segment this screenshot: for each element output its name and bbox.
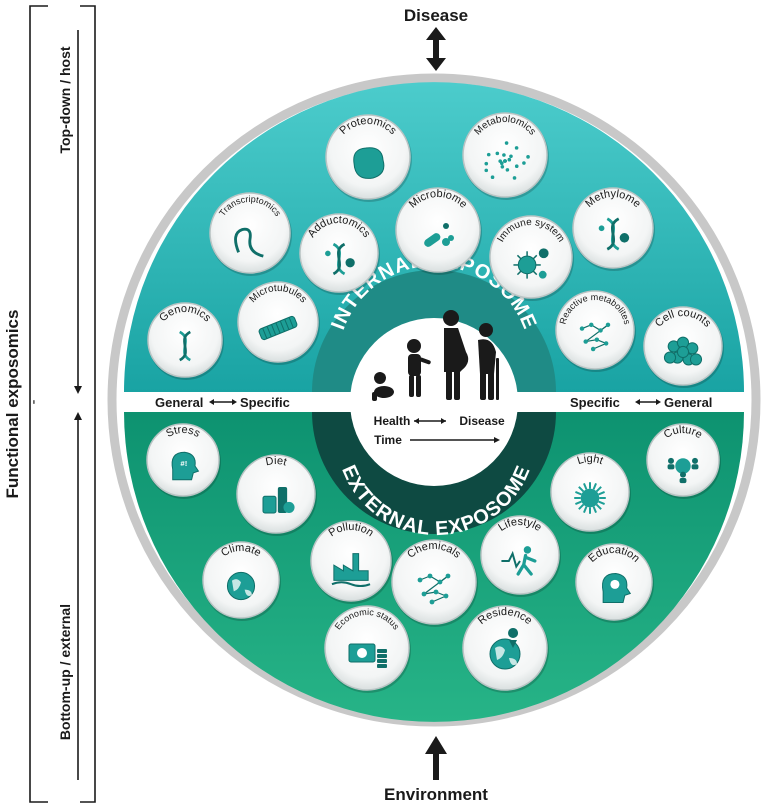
bubble-label: Pollution xyxy=(327,521,376,539)
bubble-label: Culture xyxy=(662,424,704,441)
internal-item-microbiome: Microbiome xyxy=(395,187,482,275)
top-down-host-label: Top-down / host xyxy=(57,46,73,153)
external-item-culture: Culture xyxy=(646,423,721,499)
internal-item-adductomics: Adductomics xyxy=(299,213,380,295)
stressed-head-icon: #! xyxy=(171,451,200,481)
internal-item-metabolomics: Metabolomics xyxy=(462,112,549,200)
runner-icon xyxy=(501,546,537,576)
bubble-circle xyxy=(310,520,392,602)
food-icon xyxy=(262,487,295,514)
environment-label: Environment xyxy=(384,785,488,804)
money-icon xyxy=(348,643,387,668)
bacteria-icon xyxy=(424,223,454,247)
general-left-label: General xyxy=(155,395,203,410)
internal-item-genomics: Genomics xyxy=(147,302,224,380)
general-right-label: General xyxy=(664,395,712,410)
metabolite-dots-icon xyxy=(484,141,530,180)
left-separator: - xyxy=(25,400,42,405)
methylated-dna-icon xyxy=(598,217,630,251)
dna-helix-icon xyxy=(178,330,192,362)
bubble-circle xyxy=(236,454,316,534)
bubble-circle xyxy=(395,187,481,273)
external-item-pollution: Pollution xyxy=(310,520,393,604)
external-item-stress: Stress #! xyxy=(146,423,221,499)
molecule-network-icon xyxy=(417,573,451,605)
globe-weather-icon xyxy=(226,571,256,601)
factory-icon xyxy=(331,553,371,588)
internal-item-cell-counts: Cell counts xyxy=(643,306,724,388)
external-item-light: Light xyxy=(550,452,631,534)
time-label: Time xyxy=(374,433,402,447)
disease-double-arrow xyxy=(426,27,446,71)
external-item-residence: Residence xyxy=(462,605,549,693)
center-circle xyxy=(350,318,518,486)
internal-item-microtubules: Microtubules xyxy=(237,281,320,365)
disease-center-label: Disease xyxy=(459,414,505,428)
left-brackets xyxy=(29,5,96,803)
external-item-economic-status: Economic status xyxy=(324,605,411,693)
bubble-label: Stress xyxy=(164,424,202,440)
disease-top-label: Disease xyxy=(404,6,468,25)
external-item-lifestyle: Lifestyle xyxy=(480,515,561,597)
bubble-label: Lifestyle xyxy=(496,516,543,534)
health-label: Health xyxy=(374,414,411,428)
bottom-up-arrowhead xyxy=(74,412,82,420)
microtubule-icon xyxy=(258,315,298,341)
globe-pin-icon xyxy=(489,628,521,670)
internal-item-transcriptomics: Transcriptomics xyxy=(209,192,292,276)
functional-exposomics-label: Functional exposomics xyxy=(3,310,22,499)
rna-strand-icon xyxy=(234,227,264,258)
immune-cell-icon xyxy=(513,248,549,279)
bubble-circle xyxy=(391,539,477,625)
bubble-circle xyxy=(555,290,635,370)
external-item-chemicals: Chemicals xyxy=(391,539,478,627)
bubble-label: Diet xyxy=(265,455,288,469)
environment-up-arrow xyxy=(425,736,447,780)
specific-right-label: Specific xyxy=(570,395,620,410)
lightbulb-head-icon xyxy=(602,573,632,603)
protein-blob-icon xyxy=(353,147,385,179)
specific-left-label: Specific xyxy=(240,395,290,410)
svg-text:#!: #! xyxy=(180,459,187,468)
time-arrowhead xyxy=(494,437,500,443)
bottom-up-external-label: Bottom-up / external xyxy=(57,604,73,740)
dna-adduct-icon xyxy=(325,242,355,276)
top-down-arrowhead xyxy=(74,386,82,394)
internal-item-immune-system: Immune system xyxy=(489,215,574,301)
bubble-circle xyxy=(480,515,560,595)
reactive-molecule-icon xyxy=(579,322,611,352)
internal-item-methylome: Methylome xyxy=(572,187,655,271)
internal-item-proteomics: Proteomics xyxy=(325,114,412,202)
people-globe-icon xyxy=(667,457,699,484)
external-item-climate: Climate xyxy=(202,541,281,621)
external-item-education: Education xyxy=(575,543,654,623)
lifespan-silhouettes-icon xyxy=(372,310,499,401)
cell-cluster-icon xyxy=(663,336,703,366)
external-item-diet: Diet xyxy=(236,454,317,536)
sun-icon xyxy=(574,482,606,514)
internal-item-reactive-metabolites: Reactive metabolites xyxy=(555,290,636,372)
